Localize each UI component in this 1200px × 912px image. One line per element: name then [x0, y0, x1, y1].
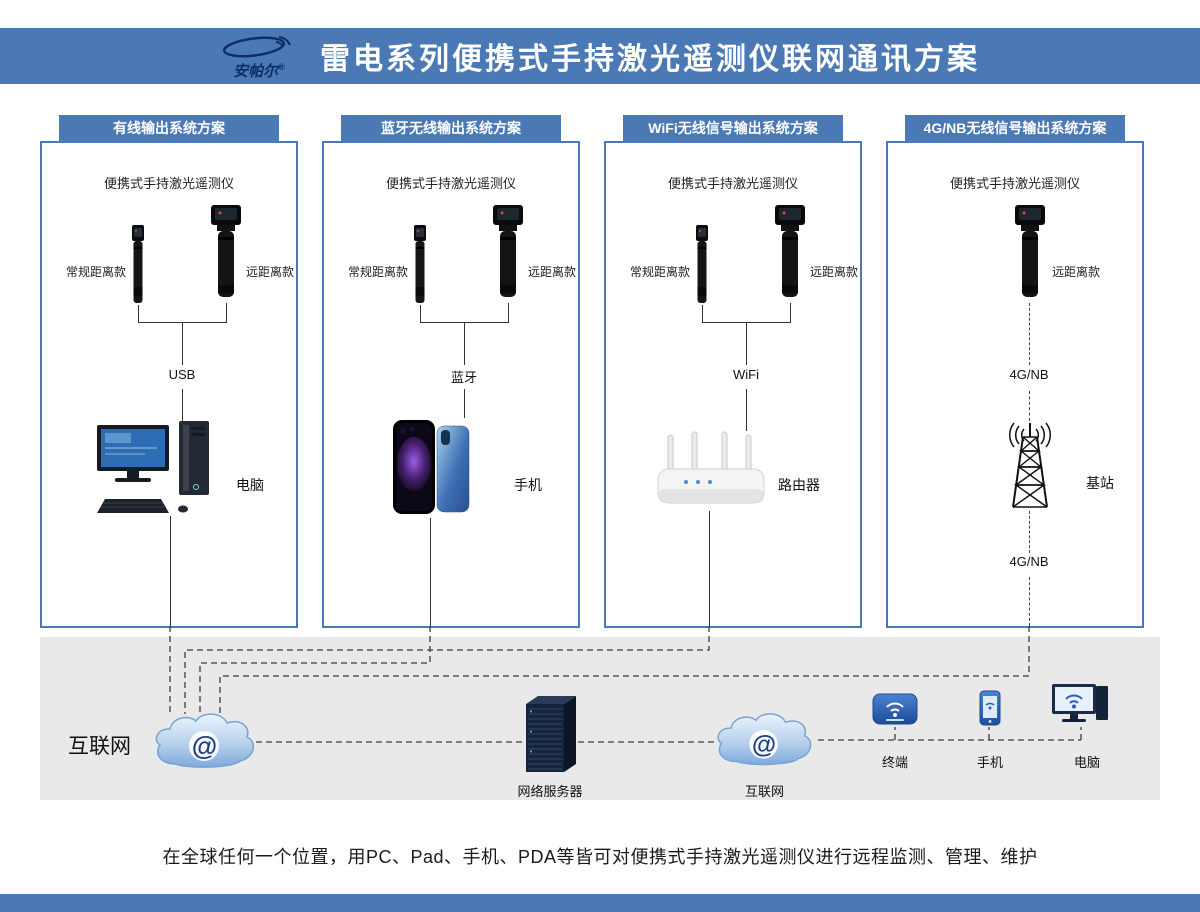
connector-line-dashed [1029, 391, 1030, 421]
panel-wired-body: 便携式手持激光遥测仪 常规距离款 远距离款 [40, 141, 298, 628]
logo-text: 安帕尔® [233, 61, 285, 80]
connector-line [138, 305, 139, 322]
server-icon [518, 692, 582, 783]
pc-client-label: 电脑 [1073, 755, 1100, 770]
panel-bluetooth-body: 便携式手持激光遥测仪 常规距离款 远距离款 [322, 141, 580, 628]
device-longrange-icon [492, 205, 524, 308]
panel-4gnb: 4G/NB无线信号输出系统方案 便携式手持激光遥测仪 远距离款 4G/NB [886, 115, 1144, 628]
link-label-usb: USB [132, 367, 232, 382]
panel-bluetooth-title: 蓝牙无线输出系统方案 [341, 115, 561, 142]
computer-icon [97, 421, 217, 521]
device-regular-label: 常规距离款 [347, 265, 408, 279]
footer-bar [0, 894, 1200, 912]
panel-wired-title: 有线输出系统方案 [59, 115, 279, 142]
device-longrange-label: 远距离款 [810, 265, 859, 279]
device-regular-label: 常规距离款 [65, 265, 126, 279]
phone-client-icon [979, 690, 1001, 731]
link-label-bluetooth: 蓝牙 [414, 367, 514, 386]
panel-wifi-body: 便携式手持激光遥测仪 常规距离款 远距离款 [604, 141, 862, 628]
endpoint-label-phone: 手机 [514, 477, 542, 493]
base-station-icon [975, 421, 1085, 516]
internet-left-label: 互联网 [68, 735, 131, 758]
internet-right-label: 互联网 [744, 784, 784, 799]
connector-line [464, 322, 465, 365]
router-icon [656, 431, 766, 518]
cloud-internet-icon: @ [150, 708, 260, 781]
terminal-label: 终端 [881, 755, 908, 770]
device-longrange-icon [1014, 205, 1046, 308]
phone-client-label: 手机 [976, 755, 1003, 770]
logo-swoosh-icon [220, 34, 298, 62]
server-label: 网络服务器 [517, 784, 583, 799]
endpoint-label-base-station: 基站 [1086, 475, 1114, 491]
device-longrange-label: 远距离款 [1052, 265, 1101, 279]
connector-line [746, 322, 747, 365]
footer-caption: 在全球任何一个位置，用PC、Pad、手机、PDA等皆可对便携式手持激光遥测仪进行… [162, 847, 1038, 867]
device-title: 便携式手持激光遥测仪 [949, 176, 1080, 191]
link-label-4gnb: 4G/NB [979, 367, 1079, 382]
connector-line [170, 516, 171, 626]
svg-text:@: @ [751, 732, 775, 759]
connector-line [182, 322, 183, 365]
panel-wifi-title: WiFi无线信号输出系统方案 [623, 115, 843, 142]
device-title: 便携式手持激光遥测仪 [103, 176, 234, 191]
device-regular-icon [130, 225, 146, 310]
panel-4gnb-title: 4G/NB无线信号输出系统方案 [905, 115, 1125, 142]
ampall-logo: 安帕尔® [220, 34, 298, 79]
phone-icon [390, 418, 475, 523]
device-regular-label: 常规距离款 [629, 265, 690, 279]
link-label-4gnb-2: 4G/NB [979, 554, 1079, 569]
connector-line [508, 303, 509, 322]
device-title: 便携式手持激光遥测仪 [385, 176, 516, 191]
connector-line-dashed [1029, 303, 1030, 365]
panel-wired: 有线输出系统方案 便携式手持激光遥测仪 常规距离 [40, 115, 298, 628]
device-regular-icon [412, 225, 428, 310]
endpoint-label-pc: 电脑 [236, 477, 264, 493]
cloud-internet-icon: @ [712, 708, 817, 778]
connector-line [790, 303, 791, 322]
connector-line [182, 389, 183, 421]
pc-client-icon [1052, 684, 1110, 731]
device-longrange-icon [774, 205, 806, 308]
link-label-wifi: WiFi [696, 367, 796, 382]
connector-line [430, 518, 431, 626]
header-banner: 安帕尔® 雷电系列便携式手持激光遥测仪联网通讯方案 [0, 28, 1200, 84]
panel-wifi: WiFi无线信号输出系统方案 便携式手持激光遥测仪 [604, 115, 862, 628]
device-regular-icon [694, 225, 710, 310]
device-longrange-label: 远距离款 [246, 265, 295, 279]
connector-line-dashed [1029, 511, 1030, 553]
connector-line [709, 511, 710, 626]
device-title: 便携式手持激光遥测仪 [667, 176, 798, 191]
connector-line-dashed [1029, 577, 1030, 626]
panel-bluetooth: 蓝牙无线输出系统方案 便携式手持激光遥测仪 常规 [322, 115, 580, 628]
connector-line [746, 389, 747, 431]
device-longrange-icon [210, 205, 242, 308]
terminal-icon [872, 690, 918, 731]
connector-line [226, 303, 227, 322]
endpoint-label-router: 路由器 [778, 477, 820, 493]
panel-4gnb-body: 便携式手持激光遥测仪 远距离款 4G/NB [886, 141, 1144, 628]
connector-line [464, 389, 465, 418]
connector-line [702, 305, 703, 322]
svg-text:@: @ [191, 731, 216, 761]
connector-line [420, 305, 421, 322]
device-longrange-label: 远距离款 [528, 265, 577, 279]
page-title: 雷电系列便携式手持激光遥测仪联网通讯方案 [320, 43, 980, 76]
